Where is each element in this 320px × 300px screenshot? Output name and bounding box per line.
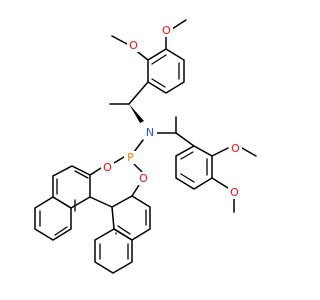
bg-o6	[137, 172, 150, 185]
right-aryl-ring	[175, 145, 213, 190]
bond-right-ring-to-ome	[211, 147, 229, 157]
bg-n	[143, 126, 157, 139]
bg-o2	[160, 24, 173, 37]
bg-o3	[229, 142, 242, 155]
bond-binaphthyl-axis	[89, 196, 113, 208]
bond-ome-methyl-2	[171, 19, 187, 30]
bg-o5	[101, 161, 114, 174]
right-naphthalene	[94, 195, 151, 274]
amine-nitrogen: N	[146, 126, 154, 139]
bg-o1	[127, 39, 140, 52]
wedge-bond-1	[129, 104, 144, 123]
methoxy-oxygen-2: O	[162, 24, 171, 37]
bond-o-left-to-naphthyl	[89, 167, 102, 176]
bond-ome-methyl-1	[111, 35, 128, 45]
upper-aryl-ring	[147, 48, 185, 94]
structure-svg: O O O O N P O O	[34, 19, 257, 274]
ring-oxygen-left: O	[103, 161, 112, 174]
bond-ome-methyl-3	[241, 147, 257, 157]
bg-p	[124, 151, 137, 164]
methoxy-oxygen-3: O	[231, 142, 240, 155]
bond-p-to-o-right	[133, 163, 143, 173]
bond-o-right-to-naphthyl	[131, 184, 140, 197]
methoxy-oxygen-1: O	[129, 39, 138, 52]
phosphorus-atom: P	[127, 151, 134, 164]
left-naphthalene	[34, 165, 91, 241]
bond-right-ring-to-ome-2	[211, 177, 229, 189]
bond-n-to-p	[133, 139, 144, 153]
methoxy-oxygen-4: O	[230, 186, 239, 199]
bond-stereocenter-to-ring-2	[175, 132, 195, 147]
molecule-diagram: O O O O N P O O	[34, 19, 257, 274]
bond-p-to-o-left	[113, 156, 125, 164]
bg-o4	[228, 186, 241, 199]
ring-oxygen-right: O	[139, 172, 148, 185]
bond-ring-to-stereocenter-1	[128, 81, 149, 105]
